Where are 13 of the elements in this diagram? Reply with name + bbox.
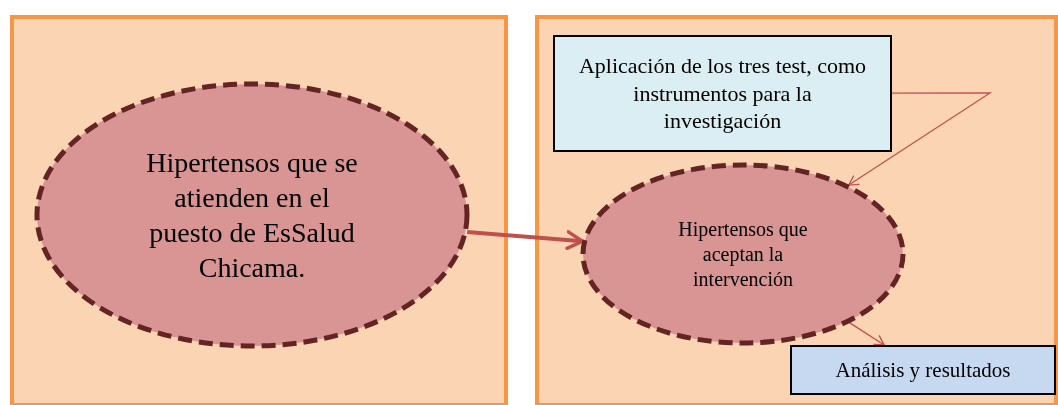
process-box [790,345,1056,395]
arrow [848,92,993,186]
arrow [848,321,885,346]
node-text: Análisis y resultados [835,356,1011,384]
panel-background [535,15,1058,405]
process-box [553,35,892,152]
node-text: Aplicación de los tres test, como instrumentos para la investigación [577,52,868,135]
node-text: Hipertensos que se atienden en el puesto de EsSalud Chicama. [145,146,359,285]
dashed-ellipse [581,163,905,345]
arrow [467,230,585,251]
dashed-ellipse [35,82,469,348]
node-text: Hipertensos que aceptan la intervención [677,216,809,292]
panel-background [10,15,508,405]
